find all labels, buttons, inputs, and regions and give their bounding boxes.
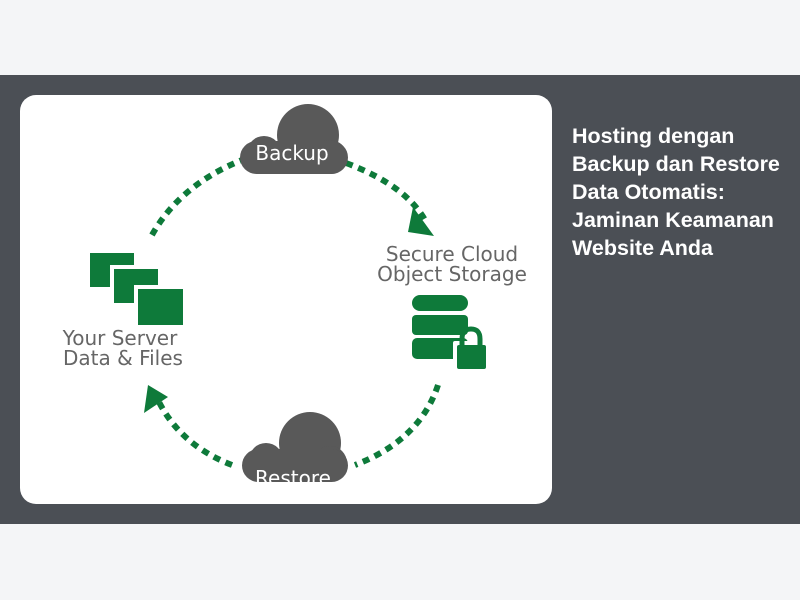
cloud-storage-label-line2: Object Storage <box>377 262 527 286</box>
backup-diagram-card: Backup Restore Secure Cloud Object Stora… <box>20 95 552 504</box>
restore-cloud-icon <box>242 412 348 482</box>
arc-server-to-backup <box>149 157 244 237</box>
arc-cloud-to-restore <box>353 384 441 468</box>
cloud-storage-label-line1: Secure Cloud <box>386 242 518 266</box>
arc-backup-to-cloud <box>344 160 428 222</box>
backup-label: Backup <box>255 141 328 165</box>
arrow-head-to-cloud <box>408 207 434 236</box>
backup-cloud-icon <box>240 104 348 174</box>
arrow-head-to-server <box>144 385 168 413</box>
server-label-line2: Data & Files <box>63 346 183 370</box>
hero-banner: Backup Restore Secure Cloud Object Stora… <box>0 75 800 524</box>
restore-label: Restore <box>255 466 331 490</box>
server-label-line1: Your Server <box>62 326 178 350</box>
server-files-icon <box>90 253 183 325</box>
lock-icon <box>453 326 489 371</box>
backup-cycle-diagram: Backup Restore Secure Cloud Object Stora… <box>62 104 527 490</box>
article-headline[interactable]: Hosting dengan Backup dan Restore Data O… <box>572 124 780 260</box>
arc-restore-to-server <box>155 398 234 468</box>
database-lock-icon <box>412 295 489 371</box>
